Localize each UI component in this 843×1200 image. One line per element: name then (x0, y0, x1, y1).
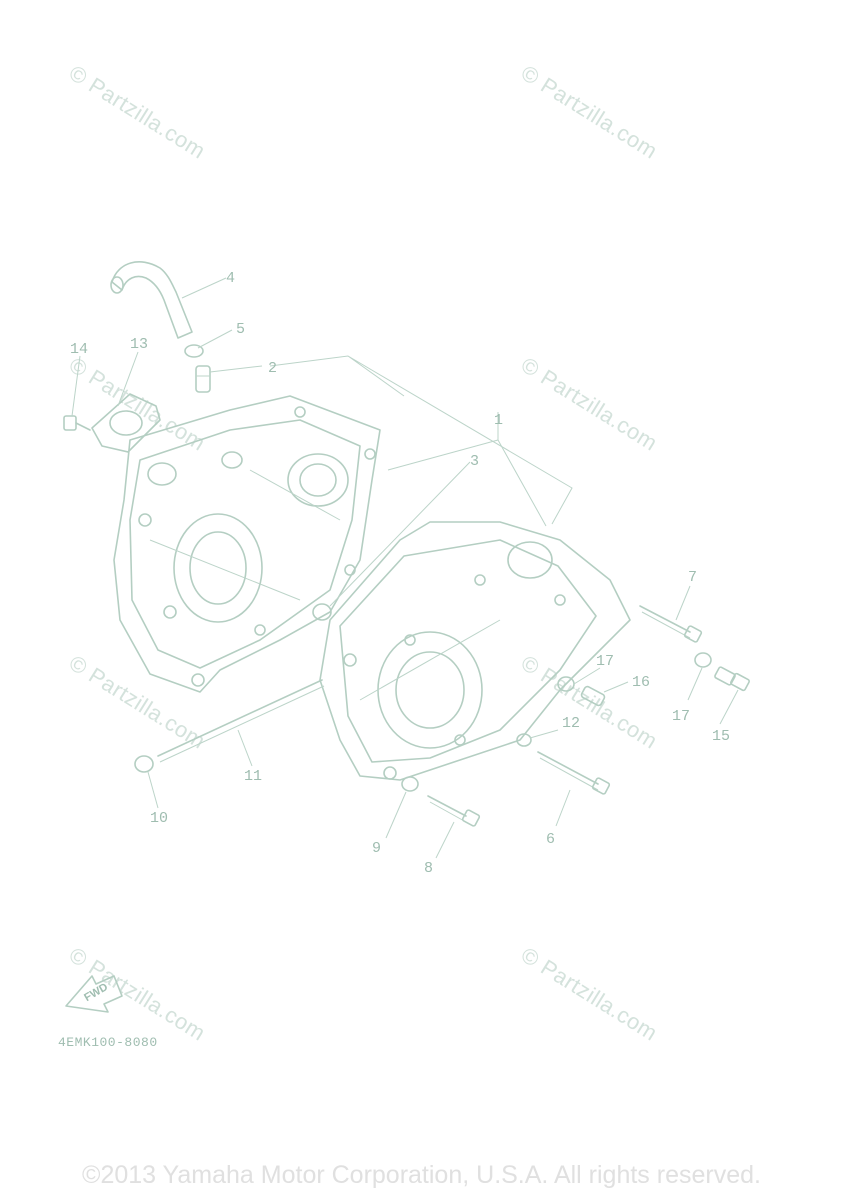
callout-8: 8 (424, 860, 433, 877)
dowel (134, 755, 154, 773)
callout-14: 14 (70, 341, 88, 358)
leader-lines (71, 277, 739, 859)
callout-11: 11 (244, 768, 262, 785)
callout-17b: 17 (672, 708, 690, 725)
callout-6: 6 (546, 831, 555, 848)
o-ring (516, 733, 532, 747)
callout-15: 15 (712, 728, 730, 745)
callout-17a: 17 (596, 653, 614, 670)
diagram-code: 4EMK100-8080 (58, 1035, 158, 1050)
screw (63, 415, 91, 431)
drain-bolt (714, 666, 750, 692)
hose-clamp (184, 344, 204, 358)
callout-9: 9 (372, 840, 381, 857)
callout-5: 5 (236, 321, 245, 338)
bolt-short (427, 795, 481, 827)
washer (694, 652, 712, 668)
fwd-label: FWD (82, 981, 110, 1004)
breather-hose (110, 261, 193, 339)
forward-arrow-icon: FWD (65, 975, 123, 1013)
callout-16: 16 (632, 674, 650, 691)
callout-1: 1 (494, 412, 503, 429)
crankcase-left (113, 395, 381, 693)
dowel-pin (312, 603, 332, 621)
callout-4: 4 (226, 270, 235, 287)
bolt (537, 751, 611, 795)
plug (580, 685, 606, 707)
bolt-long (639, 605, 703, 643)
washer (401, 776, 419, 792)
callout-13: 13 (130, 336, 148, 353)
copyright-notice: ©2013 Yamaha Motor Corporation, U.S.A. A… (82, 1161, 761, 1189)
stud-bolt (157, 679, 325, 763)
callout-3: 3 (470, 453, 479, 470)
crankcase-right (319, 521, 631, 781)
breather-union (195, 365, 211, 393)
callout-12: 12 (562, 715, 580, 732)
callout-7: 7 (688, 569, 697, 586)
callout-2: 2 (268, 360, 277, 377)
callout-10: 10 (150, 810, 168, 827)
cover-gasket (91, 393, 161, 453)
